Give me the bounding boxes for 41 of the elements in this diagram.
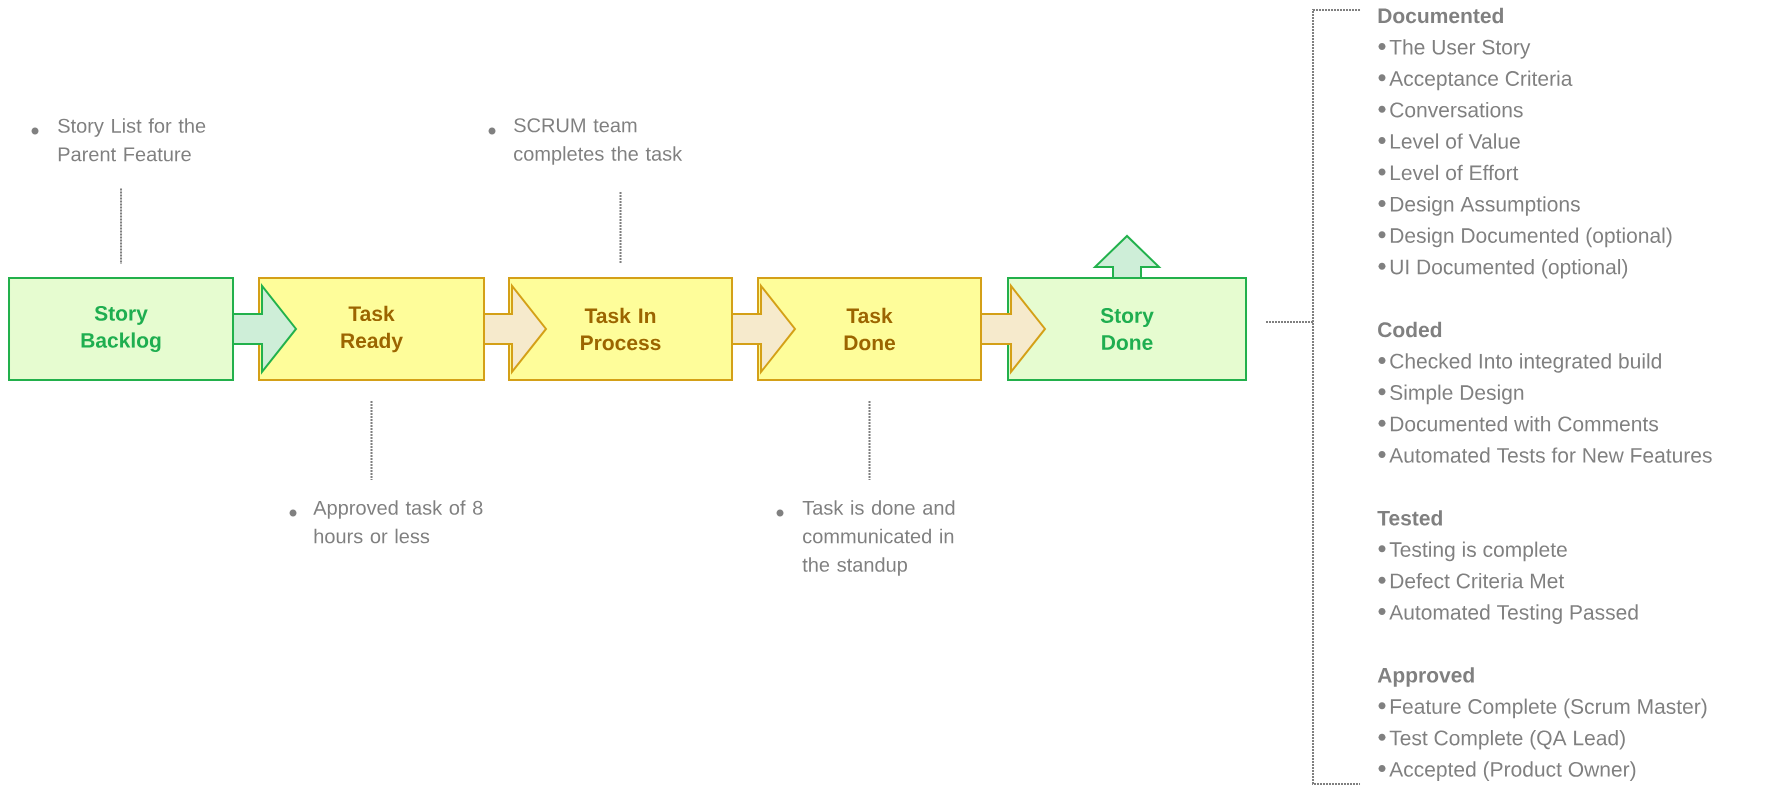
list-item: Test Complete (QA Lead) [1378, 729, 1625, 750]
leader-line [619, 191, 622, 265]
leader-line [370, 400, 373, 481]
bullet-note: Approved task of 8 hours or less [289, 500, 483, 544]
list-item: Documented with Comments [1378, 415, 1658, 432]
list-item: Level of Effort [1378, 164, 1519, 181]
block-arrow [980, 283, 1047, 375]
leader-line [120, 187, 122, 265]
list-item: Design Assumptions [1378, 196, 1580, 216]
list-item: Testing is complete [1378, 541, 1567, 562]
process-box: Task In Process [508, 277, 733, 381]
list-item: Checked Into integrated build [1378, 353, 1661, 373]
list-item: Defect Criteria Met [1378, 572, 1565, 589]
process-box: Story Backlog [8, 277, 234, 381]
list-heading: Coded [1378, 321, 1442, 338]
bullet-note: Story List for the Parent Feature [31, 118, 206, 162]
list-heading: Tested [1377, 510, 1442, 526]
process-box: Task Done [757, 277, 982, 381]
list-item: Automated Tests for New Features [1378, 447, 1712, 463]
list-item: Feature Complete (Scrum Master) [1378, 698, 1707, 719]
process-box: Story Done [1007, 277, 1247, 381]
list-item: The User Story [1378, 39, 1531, 59]
leader-line [1265, 9, 1361, 785]
list-item: Level of Value [1378, 133, 1520, 149]
list-item: UI Documented (optional) [1378, 258, 1628, 279]
list-item: Design Documented (optional) [1378, 227, 1672, 248]
block-arrow [1092, 234, 1162, 279]
block-arrow [731, 283, 797, 375]
bullet-note: SCRUM team completes the task [488, 118, 683, 165]
block-arrow [483, 283, 548, 375]
list-item: Acceptance Criteria [1378, 70, 1573, 91]
list-heading: Approved [1377, 667, 1474, 687]
list-heading: Documented [1378, 7, 1503, 24]
block-arrow [232, 283, 298, 375]
bullet-note: Task is done and communicated in the standup [776, 500, 955, 576]
process-box: Task Ready [258, 277, 485, 381]
leader-line [868, 400, 871, 481]
list-item: Simple Design [1378, 384, 1524, 405]
list-item: Conversations [1378, 101, 1523, 118]
list-item: Automated Testing Passed [1378, 604, 1638, 624]
list-item: Accepted (Product Owner) [1378, 761, 1636, 781]
